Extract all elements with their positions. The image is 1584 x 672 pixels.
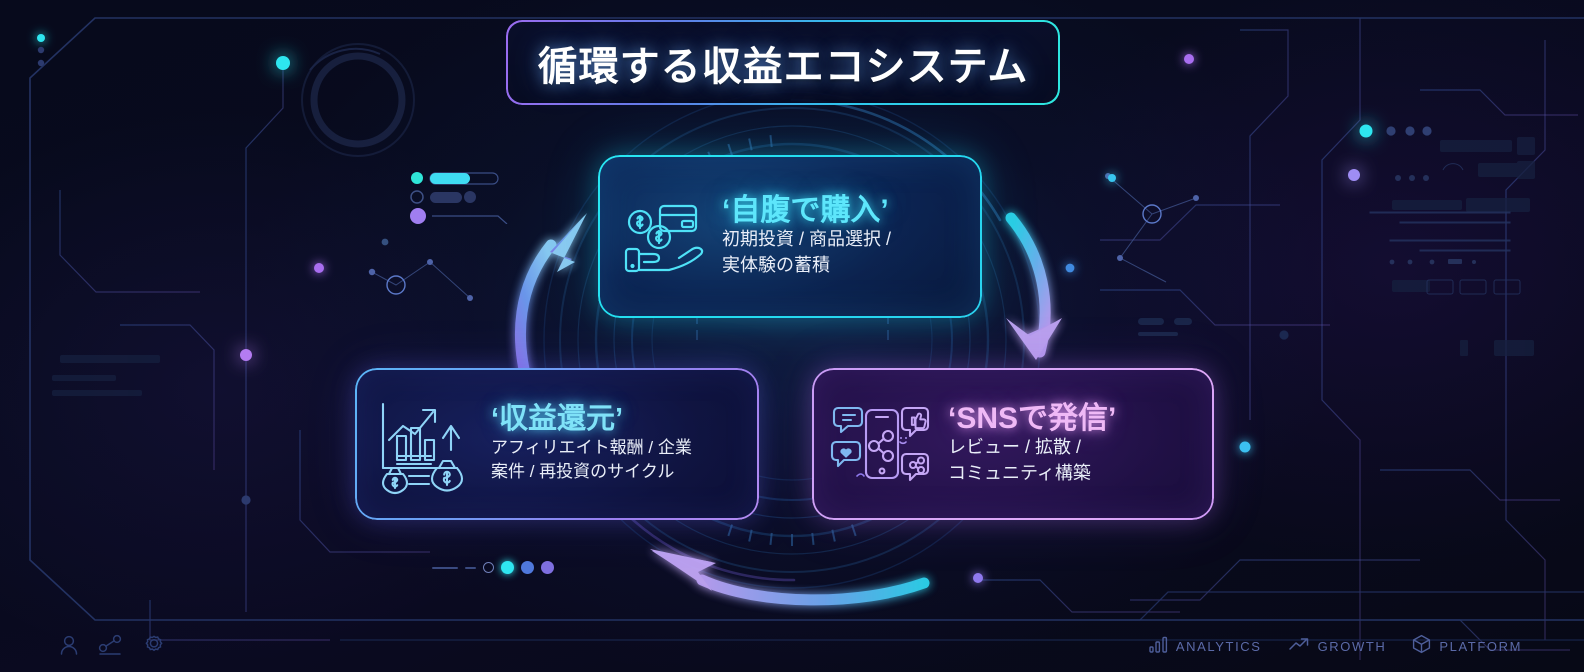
- bar-chart-icon: [1148, 636, 1168, 658]
- footer-item-growth[interactable]: GROWTH: [1288, 636, 1387, 657]
- circuit-node-cluster: [37, 34, 1432, 583]
- footer-label-platform: PLATFORM: [1439, 639, 1522, 654]
- pager-dot-1[interactable]: [501, 561, 514, 574]
- user-icon[interactable]: [58, 634, 80, 661]
- pager-dot-2[interactable]: [521, 561, 534, 574]
- pager-dot-3[interactable]: [541, 561, 554, 574]
- pager-dash-short: [465, 566, 476, 569]
- network-share-icon[interactable]: [98, 634, 124, 661]
- arrow-share-to-revenue: [650, 549, 930, 606]
- footer-left-icons: [58, 633, 166, 662]
- footer-right-items: ANALYTICS GROWTH PLATFORM: [1148, 634, 1522, 659]
- footer-label-growth: GROWTH: [1317, 639, 1387, 654]
- gear-icon[interactable]: [142, 633, 166, 662]
- footer-item-analytics[interactable]: ANALYTICS: [1148, 636, 1262, 658]
- cube-icon: [1412, 634, 1431, 659]
- arrow-purchase-to-share: [1005, 212, 1062, 360]
- footer-item-platform[interactable]: PLATFORM: [1412, 634, 1522, 659]
- pager-dot-empty[interactable]: [483, 562, 494, 573]
- pager-dash-long: [432, 566, 458, 569]
- trend-up-icon: [1288, 636, 1310, 657]
- pager-dots[interactable]: [432, 561, 554, 574]
- footer-label-analytics: ANALYTICS: [1175, 639, 1262, 654]
- progress-bars-widget: [410, 170, 510, 229]
